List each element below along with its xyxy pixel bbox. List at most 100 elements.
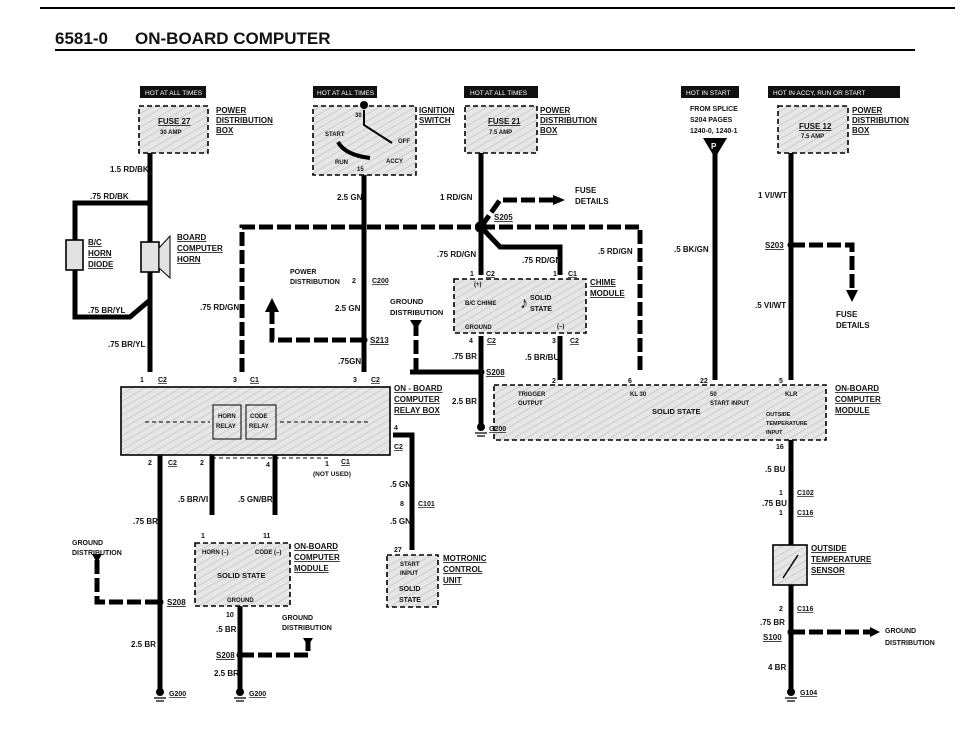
ignition-label: IGNITION — [419, 106, 455, 115]
connector-label: C2 — [394, 444, 403, 451]
ground-triangle-icon — [410, 320, 422, 330]
pin-function: KLR — [785, 392, 798, 398]
relay-box-label: COMPUTER — [394, 395, 440, 404]
module-label: MODULE — [835, 406, 870, 415]
ground-distribution-label: GROUND — [72, 540, 103, 547]
pin-function: START — [400, 562, 420, 568]
wire-label: .75 RD/BK — [90, 192, 129, 201]
pin-label: 11 — [263, 533, 271, 540]
diode-label: B/C — [88, 238, 102, 247]
pin-function: OUTPUT — [518, 401, 543, 407]
sensor-label: TEMPERATURE — [811, 555, 872, 564]
sensor-label: SENSOR — [811, 566, 845, 575]
pin-label: 6 — [628, 378, 632, 385]
connector-c116: C116 — [797, 510, 813, 517]
wire-label: .5 RD/GN — [598, 247, 633, 256]
fuse-details-label: DETAILS — [575, 197, 609, 206]
ground-distribution-label: DISTRIBUTION — [390, 308, 443, 317]
horn-label: BOARD — [177, 233, 207, 242]
splice-note: 1240-0, 1240-1 — [690, 128, 738, 135]
pin-label: 2 — [148, 460, 152, 467]
wire-label: .75 RD/GN — [522, 256, 561, 265]
fuse-rating: 30 AMP — [160, 130, 181, 136]
ground-g200: G200 — [169, 691, 186, 698]
temperature-sensor-icon — [772, 544, 808, 586]
fuse-details-label: DETAILS — [836, 321, 870, 330]
horn-relay-label: HORN — [218, 414, 236, 420]
pin-label: 1 — [553, 271, 557, 278]
splice-s208: S208 — [167, 598, 186, 607]
tag-hot-in-start: HOT IN START — [686, 90, 730, 97]
pdb-label: POWER — [852, 106, 882, 115]
arrow-icon — [846, 290, 858, 302]
connector-label: C1 — [568, 271, 577, 278]
wire-labels: 1.5 RD/BK .75 RD/BK .75 BR/YL .75 BR/YL … — [88, 165, 787, 678]
wire-label: .5 BR — [216, 625, 237, 634]
solid-state-label: SOLID — [530, 295, 551, 302]
ground-symbols — [154, 423, 797, 702]
wire-label: .5 BK/GN — [674, 245, 709, 254]
connector-c200: C200 — [372, 278, 389, 285]
power-tags: HOT AT ALL TIMES HOT AT ALL TIMES HOT AT… — [140, 86, 900, 98]
chime-module-label: CHIME — [590, 278, 616, 287]
module-label: COMPUTER — [835, 395, 881, 404]
solid-state-label: SOLID — [399, 586, 420, 593]
pdb-label: POWER — [216, 106, 246, 115]
pin-label: 1 — [140, 377, 144, 384]
wire-label: .5 BU — [765, 465, 786, 474]
wire-label: .75GN — [338, 357, 361, 366]
wire-label: .75 BR — [760, 618, 785, 627]
wire-label: 2.5 GN — [335, 304, 361, 313]
pin-label: 2 — [552, 378, 556, 385]
ground-g200: G200 — [249, 691, 266, 698]
pin-function: 50 — [710, 392, 717, 398]
code-relay-label: CODE — [250, 414, 267, 420]
ground-distribution-label: DISTRIBUTION — [72, 550, 122, 557]
fuse-27-label: FUSE 27 — [158, 117, 191, 126]
wire-label: 2.5 BR — [131, 640, 156, 649]
pin-function: INPUT — [400, 571, 418, 577]
connector-label: C2 — [487, 338, 496, 345]
motronic-label: UNIT — [443, 576, 462, 585]
connector-label: C1 — [341, 459, 350, 466]
tag-hot-at-all-times: HOT AT ALL TIMES — [470, 90, 528, 97]
splice-note: S204 PAGES — [690, 117, 733, 124]
music-note-icon: ♪ — [520, 295, 528, 312]
connector-c101: C101 — [418, 501, 435, 508]
pin-function: KL 30 — [630, 392, 647, 398]
ground-g200: G200 — [489, 426, 506, 433]
horn-relay-label: RELAY — [216, 424, 236, 430]
connector-p-icon — [703, 138, 727, 158]
pin-label: 1 — [470, 271, 474, 278]
wire-label: .5 GN — [390, 517, 411, 526]
splice-s100: S100 — [763, 633, 782, 642]
switch-off: OFF — [398, 139, 410, 145]
splice-s203: S203 — [765, 241, 784, 250]
switch-start: START — [325, 132, 345, 138]
page-title: ON-BOARD COMPUTER — [135, 29, 331, 48]
ground-distribution-label: GROUND — [885, 628, 916, 635]
pin-label: 4 — [266, 462, 270, 469]
ground-triangle-icon — [303, 638, 313, 646]
fuse-details-label: FUSE — [836, 310, 858, 319]
pin-label: 1 — [779, 510, 783, 517]
not-used-label: (NOT USED) — [313, 471, 351, 478]
module-label: MODULE — [294, 564, 329, 573]
wires — [72, 150, 870, 690]
horn-diode-icon — [65, 239, 84, 271]
pdb-label: DISTRIBUTION — [852, 116, 909, 125]
pin-label: 30 — [355, 113, 362, 119]
computer-module-box — [493, 384, 827, 441]
fuse-21-box — [464, 105, 538, 154]
power-distribution-label: DISTRIBUTION — [290, 279, 340, 286]
solid-state-label: STATE — [399, 597, 421, 604]
switch-accy: ACCY — [386, 159, 403, 165]
solid-state-label: STATE — [530, 306, 552, 313]
splice-s205: S205 — [494, 213, 513, 222]
chime-module-label: MODULE — [590, 289, 625, 298]
pin-label: 27 — [394, 547, 402, 554]
wire-label: .75 BR/YL — [88, 306, 125, 315]
connector-c116: C116 — [797, 606, 813, 613]
relay-box-label: ON - BOARD — [394, 384, 443, 393]
